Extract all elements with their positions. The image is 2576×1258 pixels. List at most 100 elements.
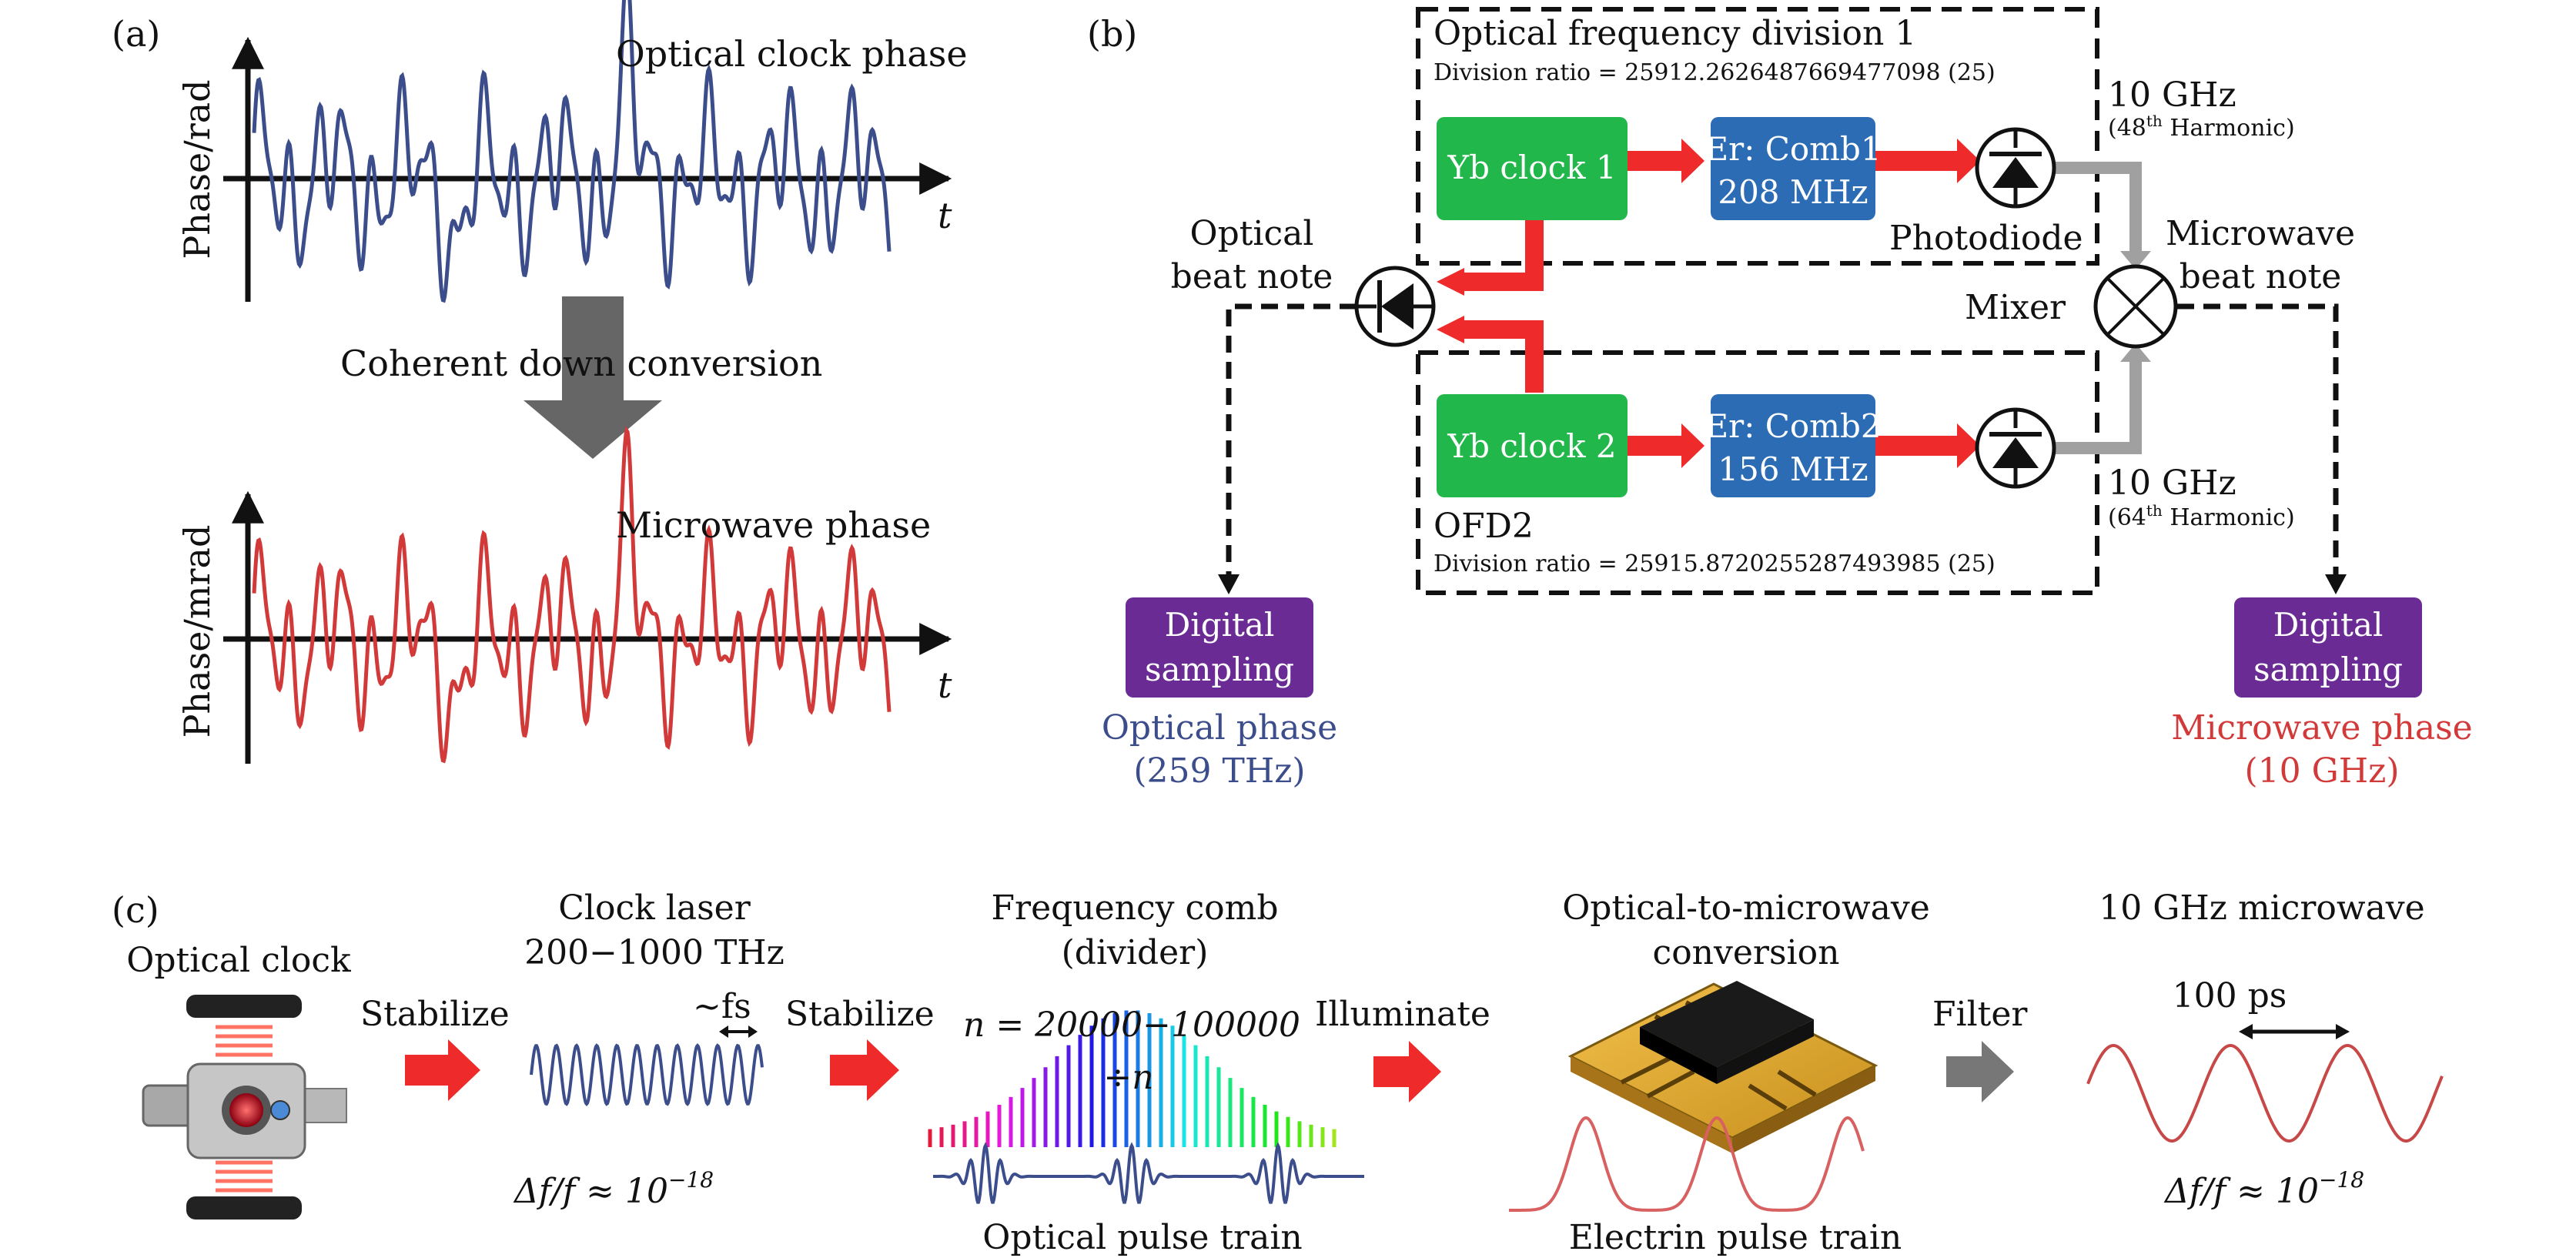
yb-clock-1-label: Yb clock 1: [1447, 149, 1616, 186]
divide-n-label: ÷n: [1103, 1058, 1153, 1097]
optical-beat-label-1: Optical: [1190, 214, 1314, 253]
ofd1-ratio: Division ratio = 25912.2626487669477098 …: [1434, 59, 1996, 86]
microwave-phase-label: Microwave phase: [616, 504, 931, 546]
optical-clock-label: Optical clock: [126, 941, 351, 980]
panel-a-label: (a): [112, 13, 160, 55]
rf-pd2-mixer: [2046, 362, 2142, 454]
optical-clock-device-icon: [142, 995, 347, 1220]
optical-phase-label-2: (259 THz): [1133, 751, 1305, 791]
stabilize-1-label: Stabilize: [360, 995, 510, 1034]
mixer-icon: [2093, 264, 2178, 349]
ofd1-title: Optical frequency division 1: [1434, 14, 1916, 53]
svg-text:sampling: sampling: [1145, 651, 1294, 688]
delta-left: Δf/f ≈ 10−18: [513, 1167, 714, 1211]
panel-b-label: (b): [1087, 13, 1137, 55]
freq-comb-label-1: Frequency comb: [992, 888, 1279, 928]
ghz10-label: 10 GHz microwave: [2099, 888, 2424, 928]
microwave-beat-label-2: beat note: [2180, 257, 2342, 296]
photodiode-label: Photodiode: [1889, 219, 2083, 258]
illuminate-arrow: [1373, 1041, 1441, 1102]
optical-beat-label-2: beat note: [1171, 257, 1333, 296]
top-x-label: t: [938, 195, 952, 236]
ofd2-ratio: Division ratio = 25915.8720255287493985 …: [1434, 550, 1996, 577]
top-phase-axes: Phase/rad t Optical clock phase: [176, 0, 968, 303]
top-y-label: Phase/rad: [176, 79, 218, 259]
photodiode-1-icon: [1975, 127, 2056, 209]
yb-clock-1: Yb clock 1: [1437, 117, 1628, 220]
optical-pulse-train-label: Optical pulse train: [982, 1218, 1302, 1257]
delta-right: Δf/f ≈ 10−18: [2163, 1167, 2364, 1211]
comb-lines: [928, 1010, 1337, 1147]
down-arrow-shape: [524, 296, 662, 459]
microwave-phase-label-2: (10 GHz): [2244, 751, 2399, 791]
down-conversion-arrow: Coherent down conversion: [340, 296, 822, 459]
optical-photodiode-icon: [1354, 266, 1436, 347]
panel-c-label: (c): [112, 889, 159, 931]
svg-text:sampling: sampling: [2253, 651, 2403, 688]
ghz-top-label: 10 GHz: [2108, 75, 2236, 115]
clock-laser-label-2: 200−1000 THz: [524, 933, 785, 972]
photodiode-2-icon: [1975, 407, 2056, 489]
beam-yb1-comb1: [1623, 151, 1681, 171]
svg-text:Digital: Digital: [1165, 606, 1275, 644]
rf-paths: [2046, 162, 2151, 454]
signal-lines: [1218, 303, 2347, 594]
bottom-x-label: t: [938, 664, 952, 706]
stabilize-1-arrow: [405, 1039, 480, 1101]
panel-a: (a) Phase/rad t Optical clock phase Cohe…: [112, 0, 968, 764]
beam-comb1-pd1: [1872, 151, 1957, 171]
down-conversion-label: Coherent down conversion: [340, 343, 822, 384]
freq-comb-label-2: (divider): [1062, 933, 1209, 972]
microwave-beat-label-1: Microwave: [2166, 214, 2355, 253]
optical-pulse-train-wave: [933, 1142, 1364, 1204]
comb1-name: Er: Comb1: [1705, 130, 1881, 168]
illuminate-label: Illuminate: [1315, 995, 1490, 1034]
yb-clock-2-label: Yb clock 2: [1447, 427, 1616, 465]
microwave-beat-line: [2177, 303, 2339, 576]
comb2-rate: 156 MHz: [1718, 450, 1868, 488]
ofd1-box: [1416, 7, 2099, 266]
optical-beat-line: [1226, 303, 1357, 576]
optical-clock-phase-trace: [252, 0, 892, 303]
o2m-label-1: Optical-to-microwave: [1562, 888, 1930, 928]
harmonic-top-label: (48th Harmonic): [2108, 112, 2295, 142]
svg-text:Digital: Digital: [2273, 606, 2384, 644]
ps100-label: 100 ps: [2173, 976, 2287, 1015]
beam-comb2-pd2: [1872, 436, 1957, 456]
fs-label: ~fs: [693, 987, 751, 1026]
n-range-label: n = 20000−100000: [963, 1005, 1300, 1045]
optical-beams: [1437, 139, 1980, 468]
panel-b: (b) Optical frequency division 1 Divisio…: [1087, 7, 2473, 791]
beam-yb1-optpd: [1464, 219, 1544, 291]
stabilize-2-arrow: [830, 1039, 899, 1101]
ofd2-title: OFD2: [1434, 507, 1534, 546]
comb1-rate: 208 MHz: [1718, 173, 1868, 211]
ofd2-box: [1416, 350, 2099, 595]
bottom-phase-axes: Phase/mrad t Microwave phase: [176, 426, 952, 764]
optical-clock-phase-label: Optical clock phase: [616, 33, 968, 75]
photodetector-chip-icon: [1567, 981, 1878, 1153]
mixer-label: Mixer: [1965, 288, 2066, 327]
beam-yb2-comb2: [1623, 436, 1681, 456]
filter-label: Filter: [1932, 995, 2028, 1034]
digital-sampling-microwave: Digital sampling: [2234, 597, 2422, 698]
microwave-phase-trace: [252, 426, 892, 764]
optical-phase-label-1: Optical phase: [1102, 708, 1337, 748]
digital-sampling-optical: Digital sampling: [1126, 597, 1313, 698]
microwave-phase-label-1: Microwave phase: [2171, 708, 2472, 748]
microwave-sine: [2086, 1044, 2444, 1143]
comb2-name: Er: Comb2: [1705, 407, 1881, 445]
clock-laser-wave: [530, 1043, 764, 1106]
beam-yb2-optpd: [1464, 320, 1544, 393]
stabilize-2-label: Stabilize: [785, 995, 935, 1034]
panel-c: (c) Optical clock Stabilize: [112, 888, 2444, 1257]
harmonic-bottom-label: (64th Harmonic): [2108, 501, 2295, 531]
electrin-label: Electrin pulse train: [1569, 1218, 1902, 1257]
er-comb-2: Er: Comb2 156 MHz: [1705, 394, 1882, 497]
yb-clock-2: Yb clock 2: [1437, 394, 1628, 497]
o2m-label-2: conversion: [1653, 933, 1840, 972]
electrin-pulse-wave: [1509, 1116, 1865, 1212]
er-comb-1: Er: Comb1 208 MHz: [1705, 117, 1882, 220]
filter-arrow: [1946, 1041, 2014, 1102]
